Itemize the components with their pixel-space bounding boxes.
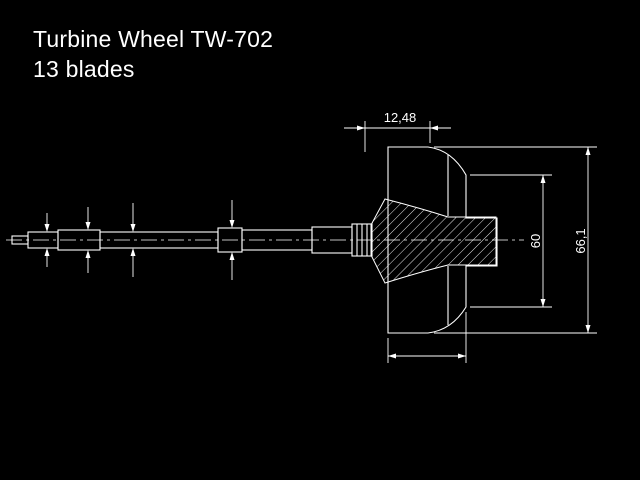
diameter-arrow — [85, 207, 91, 273]
drawing-title: Turbine Wheel TW-702 13 blades — [33, 24, 273, 84]
diameter-arrow — [44, 213, 50, 267]
dimension-wheel-width-bottom — [387, 312, 467, 363]
shaft-diameter-arrows — [44, 200, 235, 280]
dim-label-inner-diameter: 60 — [528, 234, 543, 248]
dimension-inner-diameter: 60 — [470, 174, 552, 308]
diameter-arrow — [229, 200, 235, 280]
turbine-wheel — [370, 146, 498, 334]
diameter-arrow — [130, 203, 136, 277]
title-line-2: 13 blades — [33, 56, 135, 82]
dimension-hub-width: 12,48 — [344, 110, 451, 152]
dim-label-hub-width: 12,48 — [384, 110, 417, 125]
hub-section-hatch — [370, 198, 497, 284]
dimension-outer-diameter: 66,1 — [434, 146, 597, 334]
dim-label-outer-diameter: 66,1 — [573, 228, 588, 253]
title-line-1: Turbine Wheel TW-702 — [33, 26, 274, 52]
